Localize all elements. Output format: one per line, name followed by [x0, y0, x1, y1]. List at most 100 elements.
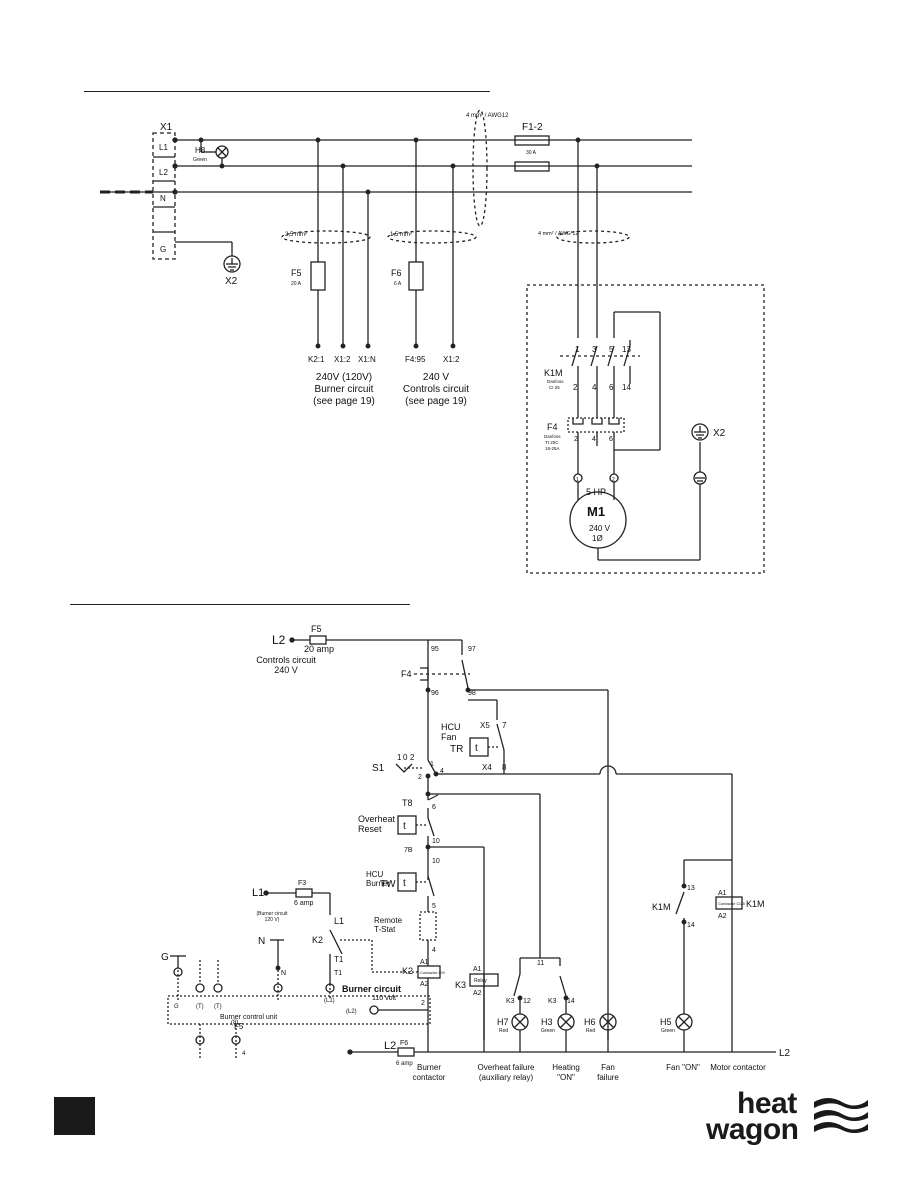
- svg-text:A2: A2: [473, 990, 482, 997]
- svg-text:T-Stat: T-Stat: [374, 925, 396, 934]
- svg-text:6 amp: 6 amp: [294, 900, 314, 907]
- svg-text:A2: A2: [718, 913, 727, 920]
- svg-text:(T): (T): [214, 1004, 222, 1010]
- svg-text:20 A: 20 A: [291, 281, 302, 287]
- svg-text:(Burner circuit: (Burner circuit: [256, 911, 288, 917]
- svg-text:240 V: 240 V: [274, 665, 298, 675]
- svg-text:2: 2: [418, 774, 422, 781]
- motor-starter-enclosure: [526, 284, 765, 574]
- caption-burner-contactor-1: Burner: [417, 1063, 441, 1072]
- svg-text:14: 14: [622, 383, 631, 392]
- terminal-l1: L1: [159, 143, 168, 152]
- svg-text:HCU: HCU: [366, 870, 384, 879]
- controls-caption-3: (see page 19): [405, 396, 467, 407]
- svg-text:5: 5: [609, 345, 614, 354]
- overload-label: F4: [547, 422, 558, 432]
- svg-text:F6: F6: [400, 1040, 408, 1047]
- svg-text:Contactor CI9: Contactor CI9: [420, 970, 445, 975]
- svg-text:Green: Green: [193, 157, 207, 163]
- fuse-f1: [514, 135, 550, 146]
- motor-voltage: 240 V: [589, 524, 611, 533]
- svg-text:X5: X5: [480, 721, 490, 730]
- svg-text:X4: X4: [482, 763, 492, 772]
- motor-power: 5 HP: [586, 487, 606, 497]
- ground-label: X2: [225, 276, 238, 287]
- logo-word-wagon: wagon: [706, 1113, 799, 1146]
- svg-text:7: 7: [502, 721, 507, 730]
- supply-l2-label: L2: [272, 633, 286, 647]
- return-l2-label: L2: [384, 1040, 396, 1052]
- ground-motor-icon: [691, 423, 709, 441]
- svg-text:95: 95: [431, 646, 439, 653]
- svg-text:6: 6: [609, 436, 613, 443]
- cable-controls-label: 1,5 mm²: [390, 232, 412, 238]
- fuse-main-label: F1-2: [522, 122, 543, 133]
- svg-text:TI 25C: TI 25C: [545, 440, 559, 445]
- heat-waves-icon: [814, 1098, 868, 1133]
- terminal-x1-2-controls: X1:2: [443, 355, 460, 364]
- svg-text:L1: L1: [334, 916, 344, 926]
- svg-text:6 amp: 6 amp: [396, 1061, 413, 1067]
- svg-text:F5: F5: [291, 268, 302, 278]
- fan-timer-label: TR: [450, 744, 463, 755]
- svg-text:Burner: Burner: [366, 879, 390, 888]
- motor-label: M1: [587, 504, 605, 519]
- relay-label: K3: [455, 980, 466, 990]
- svg-text:10: 10: [432, 858, 440, 865]
- svg-text:1Ø: 1Ø: [592, 534, 603, 543]
- caption-overheat-2: (auxiliary relay): [479, 1073, 534, 1082]
- svg-text:14: 14: [567, 998, 575, 1005]
- caption-overheat-1: Overheat failure: [478, 1063, 535, 1072]
- svg-text:1: 1: [576, 477, 579, 483]
- svg-text:1: 1: [575, 345, 580, 354]
- svg-text:Controls circuit: Controls circuit: [256, 655, 316, 665]
- burner-ground-label: G: [161, 952, 169, 963]
- svg-text:96: 96: [431, 690, 439, 697]
- top-section-rule: [84, 91, 490, 92]
- svg-text:t: t: [475, 743, 478, 754]
- overheat-reset-t8: [397, 815, 417, 835]
- svg-text:30 A: 30 A: [526, 150, 537, 156]
- svg-text:F5: F5: [234, 1022, 244, 1031]
- svg-text:t: t: [403, 878, 406, 889]
- control-schematic: L2 F5 20 amp Controls circuit 240 V 95 9…: [161, 624, 791, 1082]
- svg-text:18-25A: 18-25A: [545, 446, 560, 451]
- cable-main-label: 4 mm² / AWG12: [466, 113, 509, 119]
- terminal-strip-label: X1: [160, 122, 173, 133]
- svg-text:F5: F5: [311, 624, 322, 634]
- caption-fan-failure-2: failure: [597, 1073, 619, 1082]
- svg-text:4: 4: [440, 768, 444, 775]
- svg-text:4: 4: [242, 1051, 246, 1057]
- svg-text:Green: Green: [541, 1028, 555, 1034]
- controls-caption-1: 240 V: [423, 372, 449, 383]
- terminal-x1-2-burner: X1:2: [334, 355, 351, 364]
- svg-text:F6: F6: [391, 268, 402, 278]
- burner-control-unit: [167, 995, 431, 1025]
- motor-ground-label: X2: [713, 428, 726, 439]
- fuse-f3: [295, 888, 313, 898]
- terminal-g: G: [160, 245, 166, 254]
- caption-fan-failure-1: Fan: [601, 1063, 615, 1072]
- svg-text:4: 4: [592, 383, 597, 392]
- neutral-label: N: [258, 936, 265, 947]
- caption-motor-contactor: Motor contactor: [710, 1063, 766, 1072]
- svg-text:Green: Green: [661, 1028, 675, 1034]
- terminal-strip: [152, 132, 176, 260]
- svg-text:Red: Red: [499, 1028, 508, 1034]
- burner-thermostat-label: TW: [380, 879, 396, 890]
- svg-text:CI 25: CI 25: [549, 385, 560, 390]
- svg-text:2: 2: [612, 477, 615, 483]
- svg-text:1: 1: [430, 761, 434, 768]
- svg-text:H5: H5: [660, 1017, 672, 1027]
- svg-text:13: 13: [687, 885, 695, 892]
- burner-contactor-label: K2: [402, 966, 413, 976]
- cable-motor-marker: [556, 230, 630, 244]
- svg-text:Relay: Relay: [474, 978, 487, 984]
- svg-text:Fan: Fan: [441, 732, 457, 742]
- cable-controls-marker: [387, 230, 477, 244]
- svg-text:H3: H3: [541, 1017, 553, 1027]
- svg-text:(8): (8): [231, 1020, 238, 1026]
- svg-text:2: 2: [573, 383, 578, 392]
- fuse-f6: [408, 261, 424, 291]
- cable-burner-label: 2,5 mm²: [285, 232, 307, 238]
